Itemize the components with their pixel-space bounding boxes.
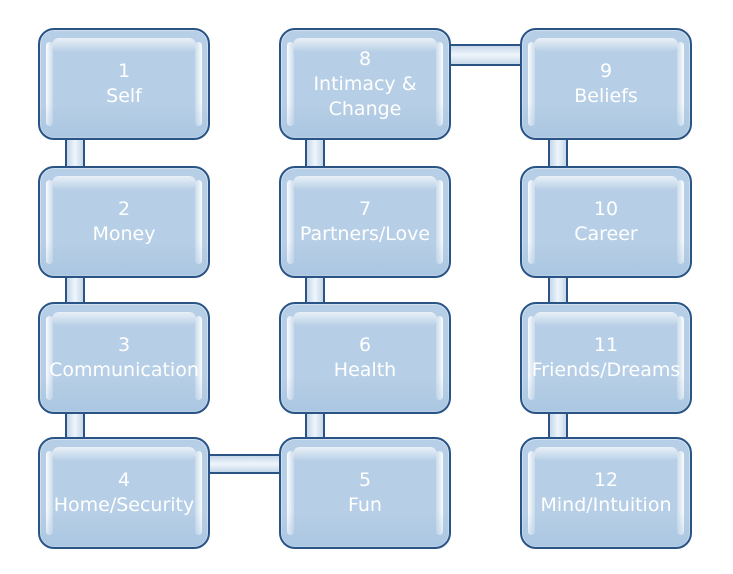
- left-bevel: [287, 316, 294, 400]
- connector-1-2: [65, 138, 85, 168]
- right-bevel: [195, 42, 202, 126]
- node-label: Friends/Dreams: [531, 359, 681, 381]
- node-label: Communication: [49, 359, 199, 381]
- right-bevel: [436, 451, 443, 535]
- node-label: Health: [333, 359, 397, 381]
- node-1-self: 1 Self: [38, 28, 210, 140]
- right-bevel: [677, 451, 684, 535]
- node-label: Money: [92, 223, 156, 245]
- node-number: 4: [117, 469, 131, 491]
- node-6-health: 6 Health: [279, 302, 451, 414]
- node-label: Intimacy & Change: [313, 72, 417, 120]
- connector-9-10: [548, 138, 568, 168]
- node-number: 2: [117, 198, 131, 220]
- node-text: 7 Partners/Love: [281, 168, 449, 276]
- left-bevel: [46, 180, 53, 264]
- left-bevel: [528, 451, 535, 535]
- node-5-fun: 5 Fun: [279, 437, 451, 549]
- node-text: 4 Home/Security: [40, 439, 208, 547]
- node-number: 8: [358, 47, 372, 70]
- node-text: 8 Intimacy & Change: [281, 30, 449, 138]
- left-bevel: [528, 42, 535, 126]
- left-bevel: [528, 316, 535, 400]
- right-bevel: [677, 316, 684, 400]
- right-bevel: [195, 316, 202, 400]
- node-12-mind-intuition: 12 Mind/Intuition: [520, 437, 692, 549]
- connector-2-3: [65, 276, 85, 304]
- right-bevel: [436, 316, 443, 400]
- node-label: Partners/Love: [299, 223, 431, 245]
- node-10-career: 10 Career: [520, 166, 692, 278]
- node-text: 1 Self: [40, 30, 208, 138]
- node-number: 12: [593, 469, 619, 491]
- right-bevel: [436, 180, 443, 264]
- right-bevel: [677, 180, 684, 264]
- node-3-communication: 3 Communication: [38, 302, 210, 414]
- left-bevel: [46, 316, 53, 400]
- connector-7-8: [305, 138, 325, 168]
- node-text: 11 Friends/Dreams: [522, 304, 690, 412]
- connector-6-7: [305, 276, 325, 304]
- node-9-beliefs: 9 Beliefs: [520, 28, 692, 140]
- node-4-home-security: 4 Home/Security: [38, 437, 210, 549]
- left-bevel: [287, 42, 294, 126]
- node-label: Career: [574, 223, 638, 245]
- node-text: 6 Health: [281, 304, 449, 412]
- node-number: 11: [593, 334, 619, 356]
- node-label: Home/Security: [53, 494, 195, 516]
- node-text: 5 Fun: [281, 439, 449, 547]
- node-text: 3 Communication: [40, 304, 208, 412]
- connector-5-6: [305, 412, 325, 439]
- right-bevel: [677, 42, 684, 126]
- node-8-intimacy-change: 8 Intimacy & Change: [279, 28, 451, 140]
- connector-3-4: [65, 412, 85, 439]
- node-number: 5: [358, 469, 372, 491]
- node-text: 10 Career: [522, 168, 690, 276]
- left-bevel: [46, 42, 53, 126]
- node-number: 6: [358, 334, 372, 356]
- connector-8-9: [449, 44, 522, 66]
- node-label: Beliefs: [574, 85, 638, 107]
- node-7-partners-love: 7 Partners/Love: [279, 166, 451, 278]
- connector-4-5: [208, 454, 281, 474]
- node-text: 2 Money: [40, 168, 208, 276]
- node-label: Fun: [348, 494, 382, 516]
- connector-11-12: [548, 412, 568, 439]
- left-bevel: [46, 451, 53, 535]
- right-bevel: [436, 42, 443, 126]
- node-number: 10: [593, 198, 619, 220]
- node-label: Mind/Intuition: [540, 494, 672, 516]
- left-bevel: [287, 180, 294, 264]
- left-bevel: [287, 451, 294, 535]
- node-text: 9 Beliefs: [522, 30, 690, 138]
- node-number: 3: [117, 334, 131, 356]
- node-number: 1: [117, 60, 131, 82]
- node-text: 12 Mind/Intuition: [522, 439, 690, 547]
- node-label: Self: [106, 85, 142, 107]
- left-bevel: [528, 180, 535, 264]
- node-number: 9: [599, 60, 613, 82]
- node-2-money: 2 Money: [38, 166, 210, 278]
- right-bevel: [195, 451, 202, 535]
- node-11-friends-dreams: 11 Friends/Dreams: [520, 302, 692, 414]
- node-number: 7: [358, 198, 372, 220]
- right-bevel: [195, 180, 202, 264]
- connector-10-11: [548, 276, 568, 304]
